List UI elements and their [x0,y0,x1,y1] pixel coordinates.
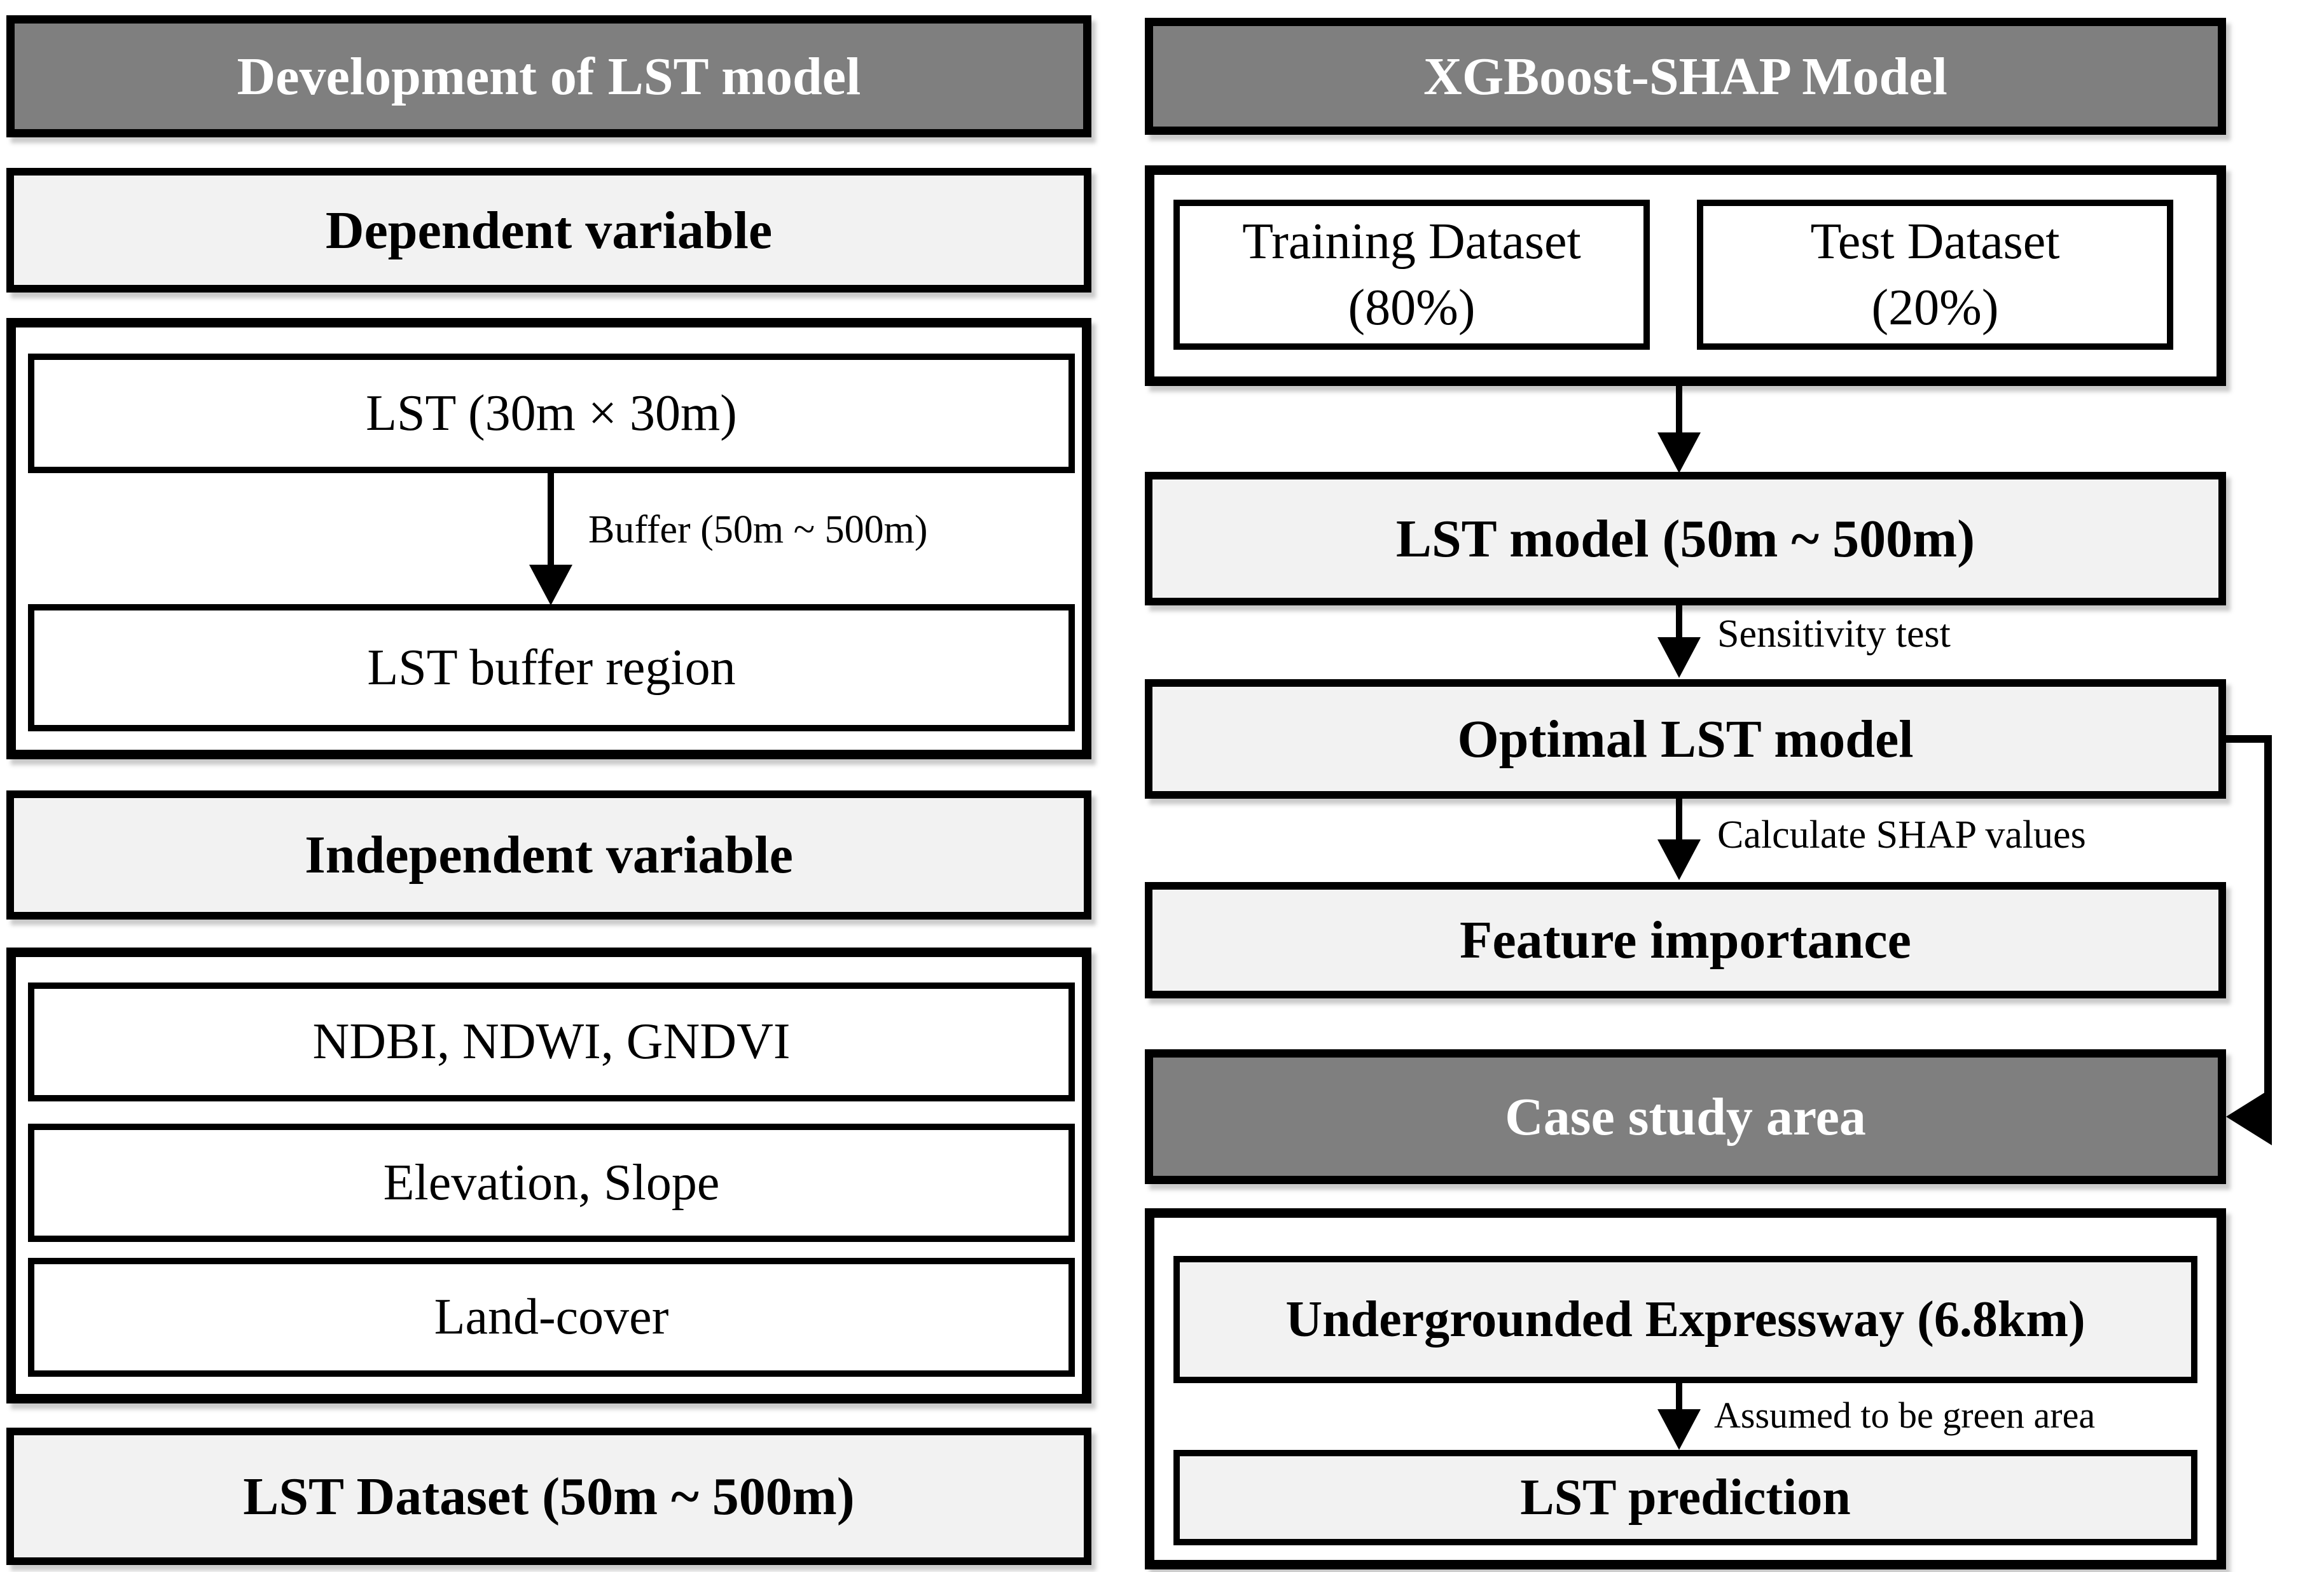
sensitivity-arrow-line [1676,605,1682,642]
training-dataset-line1: Training Dataset [1242,214,1581,270]
lst-model-box: LST model (50m ~ 500m) [1145,472,2226,605]
assumed-green-area-label: Assumed to be green area [1714,1395,2096,1436]
lst-dataset-box: LST Dataset (50m ~ 500m) [6,1428,1091,1565]
split-to-model-arrow-line [1676,386,1682,437]
dependent-variable-box: Dependent variable [6,168,1091,293]
buffer-arrow-label: Buffer (50m ~ 500m) [588,508,928,551]
assumed-arrow-line [1676,1383,1682,1414]
test-dataset-box: Test Dataset (20%) [1697,200,2173,350]
training-dataset-box: Training Dataset (80%) [1173,200,1650,350]
connector-top-segment [2226,735,2272,743]
calculate-shap-values-label: Calculate SHAP values [1717,813,2086,857]
lst-30m-box: LST (30m × 30m) [28,354,1075,473]
land-cover-box: Land-cover [28,1258,1075,1377]
training-dataset-line2: (80%) [1348,280,1476,336]
shap-arrow-line [1676,799,1682,845]
connector-vertical-segment [2264,735,2272,1124]
optimal-lst-model-box: Optimal LST model [1145,679,2226,799]
lst-buffer-region-box: LST buffer region [28,604,1075,731]
lst-prediction-box: LST prediction [1173,1450,2197,1545]
test-dataset-line2: (20%) [1871,280,1999,336]
right-header-xgboost-shap-model: XGBoost-SHAP Model [1145,18,2226,135]
left-header-development-of-lst-model: Development of LST model [6,15,1091,137]
test-dataset-line1: Test Dataset [1810,214,2060,270]
sensitivity-arrow-head-icon [1657,637,1701,678]
independent-variable-box: Independent variable [6,790,1091,920]
assumed-arrow-head-icon [1657,1409,1701,1450]
buffer-arrow-head-icon [529,565,572,605]
shap-arrow-head-icon [1657,839,1701,880]
case-study-area-header: Case study area [1145,1049,2226,1184]
buffer-arrow-line [548,473,554,569]
feature-importance-box: Feature importance [1145,882,2226,998]
connector-arrow-head-icon [2226,1088,2272,1145]
indices-box: NDBI, NDWI, GNDVI [28,983,1075,1101]
undergrounded-expressway-box: Undergrounded Expressway (6.8km) [1173,1256,2197,1383]
sensitivity-test-label: Sensitivity test [1717,612,1951,656]
split-to-model-arrow-head-icon [1657,432,1701,473]
elevation-slope-box: Elevation, Slope [28,1124,1075,1242]
